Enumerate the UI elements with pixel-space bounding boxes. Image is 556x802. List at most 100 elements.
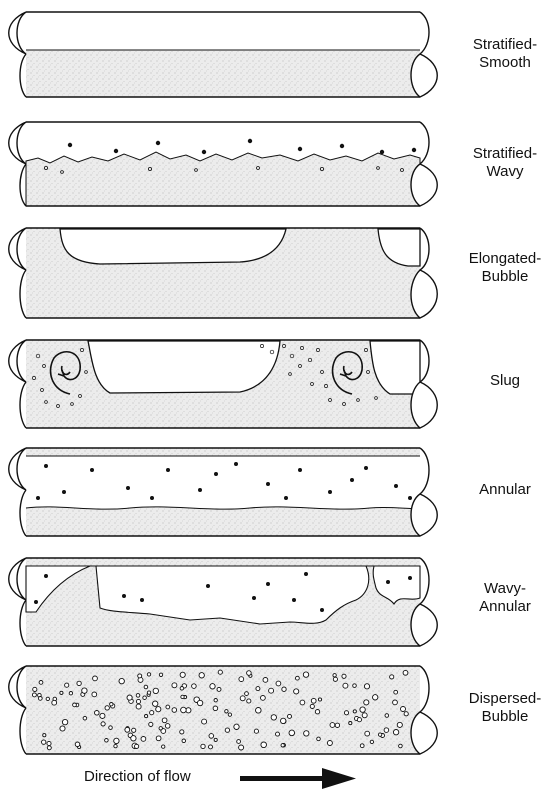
gas-bubble [153, 701, 158, 706]
label-line-1: Stratified- [455, 36, 555, 54]
gas-bubble [165, 724, 170, 729]
label-stratified-smooth: Stratified- Smooth [455, 36, 555, 72]
gas-bubble [114, 738, 119, 743]
gas-bubble [357, 718, 361, 722]
gas-bubble [127, 695, 132, 700]
gas-bubble [373, 695, 378, 700]
gas-bubble [209, 734, 214, 739]
gas-bubble [399, 744, 403, 748]
gas-bubble [93, 676, 98, 681]
gas-bubble [145, 715, 148, 718]
gas-bubble [364, 700, 369, 705]
gas-bubble [166, 705, 170, 709]
gas-bubble [65, 683, 69, 687]
label-line-2: Bubble [455, 268, 555, 286]
pipe-outlet-end [411, 270, 437, 318]
gas-bubble [333, 677, 337, 681]
gas-bubble [60, 726, 65, 731]
gas-bubble [362, 713, 367, 718]
gas-bubble [210, 684, 215, 689]
pipe-outlet-end [411, 164, 437, 206]
gas-bubble [360, 707, 365, 712]
gas-bubble [333, 674, 336, 677]
elongated-gas-bubble [60, 229, 286, 264]
gas-bubble [214, 699, 217, 702]
slug-gas-pocket [88, 341, 280, 393]
label-stratified-wavy: Stratified- Wavy [455, 145, 555, 181]
label-line-1: Slug [455, 372, 555, 390]
gas-bubble [289, 730, 295, 736]
gas-bubble [92, 692, 97, 697]
gas-bubble [384, 728, 389, 733]
pipe-stratified-smooth [9, 12, 438, 97]
label-line-1: Annular [455, 481, 555, 499]
gas-bubble [182, 739, 186, 743]
gas-bubble [82, 688, 87, 693]
liquid-film-top [26, 448, 420, 456]
gas-bubble [315, 710, 319, 714]
gas-bubble [254, 729, 258, 733]
gas-bubble [385, 714, 389, 718]
pipe-outlet-end [411, 712, 437, 754]
gas-bubble [234, 724, 239, 729]
pipe-inlet-end [9, 12, 26, 54]
pipe-wavy-annular [9, 558, 438, 646]
gas-bubble [327, 741, 332, 746]
gas-bubble [144, 685, 148, 689]
gas-bubble [213, 706, 218, 711]
label-elongated-bubble: Elongated- Bubble [455, 250, 555, 286]
gas-bubble [147, 673, 150, 676]
gas-bubble [42, 740, 46, 744]
gas-bubble [303, 672, 308, 677]
label-line-1: Wavy- [455, 580, 555, 598]
gas-bubble [393, 730, 398, 735]
gas-bubble [247, 671, 252, 676]
gas-bubble [149, 722, 153, 726]
gas-bubble [150, 711, 154, 715]
gas-bubble [95, 711, 100, 716]
gas-bubble [394, 690, 398, 694]
gas-bubble [197, 700, 202, 705]
gas-bubble [141, 737, 146, 742]
gas-bubble [271, 715, 276, 720]
gas-bubble [138, 674, 142, 678]
gas-bubble [393, 700, 398, 705]
liquid-film-bottom [26, 507, 420, 536]
gas-bubble [311, 698, 316, 703]
gas-bubble [364, 684, 369, 689]
gas-bubble [114, 744, 117, 747]
gas-bubble [147, 691, 150, 694]
gas-bubble [365, 731, 370, 736]
pipe-inlet-end [9, 448, 26, 490]
gas-bubble [342, 674, 346, 678]
gas-bubble [276, 732, 280, 736]
core-droplets [36, 462, 412, 500]
gas-bubble [69, 692, 72, 695]
label-line-2: Bubble [455, 708, 555, 726]
gas-bubble [180, 687, 184, 691]
pipe-dispersed-bubble [9, 666, 438, 754]
gas-bubble [296, 676, 300, 680]
gas-bubble [343, 683, 348, 688]
gas-bubble [131, 736, 136, 741]
gas-bubble [159, 727, 162, 730]
gas-bubble [143, 696, 147, 700]
gas-bubble [100, 713, 105, 718]
gas-bubble [172, 708, 177, 713]
gas-bubble [39, 681, 43, 685]
gas-bubble [349, 722, 352, 725]
gas-bubble [261, 742, 267, 748]
gas-bubble [353, 710, 356, 713]
gas-bubble [294, 689, 299, 694]
gas-droplets [68, 139, 416, 154]
gas-bubble [344, 711, 348, 715]
gas-bubble [390, 675, 394, 679]
gas-bubble [47, 746, 51, 750]
label-line-1: Stratified- [455, 145, 555, 163]
pipe-elongated-bubble [9, 228, 438, 318]
gas-bubble [397, 722, 402, 727]
gas-bubble [132, 728, 136, 732]
gas-bubble [401, 707, 406, 712]
gas-bubble [172, 683, 177, 688]
gas-bubble [33, 687, 37, 691]
